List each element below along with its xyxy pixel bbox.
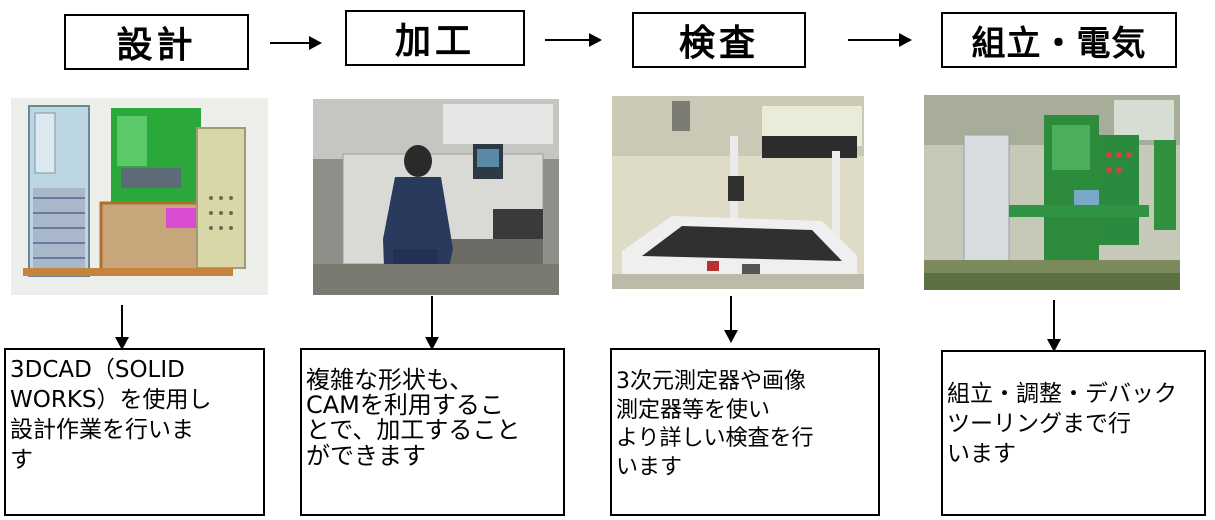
flow-arrow-1 [270, 36, 322, 50]
down-arrow-inspection [724, 296, 738, 343]
assembly-photo [924, 95, 1180, 290]
flow-arrow-3 [848, 33, 912, 47]
flow-arrow-2 [545, 33, 602, 47]
stage-description-assembly: 組立・調整・デバック ツーリングまで行 います [941, 350, 1206, 516]
stage-description-design: 3DCAD（SOLID WORKS）を使用し 設計作業を行いま す [4, 348, 265, 516]
stage-title-design: 設計 [64, 14, 249, 70]
stage-description-machining: 複雑な形状も、 CAMを利用するこ とで、加工すること ができます [300, 348, 565, 516]
down-arrow-machining [425, 296, 439, 350]
stage-title-assembly: 組立・電気 [941, 12, 1177, 68]
down-arrow-assembly [1047, 300, 1061, 352]
down-arrow-design [115, 305, 129, 350]
machining-photo [313, 99, 559, 295]
cad-model-image [11, 98, 268, 295]
stage-title-inspection: 検査 [632, 12, 806, 68]
inspection-photo [612, 96, 864, 289]
stage-title-machining: 加工 [345, 10, 525, 66]
stage-description-inspection: 3次元測定器や画像 測定器等を使い より詳しい検査を行 います [610, 348, 880, 516]
